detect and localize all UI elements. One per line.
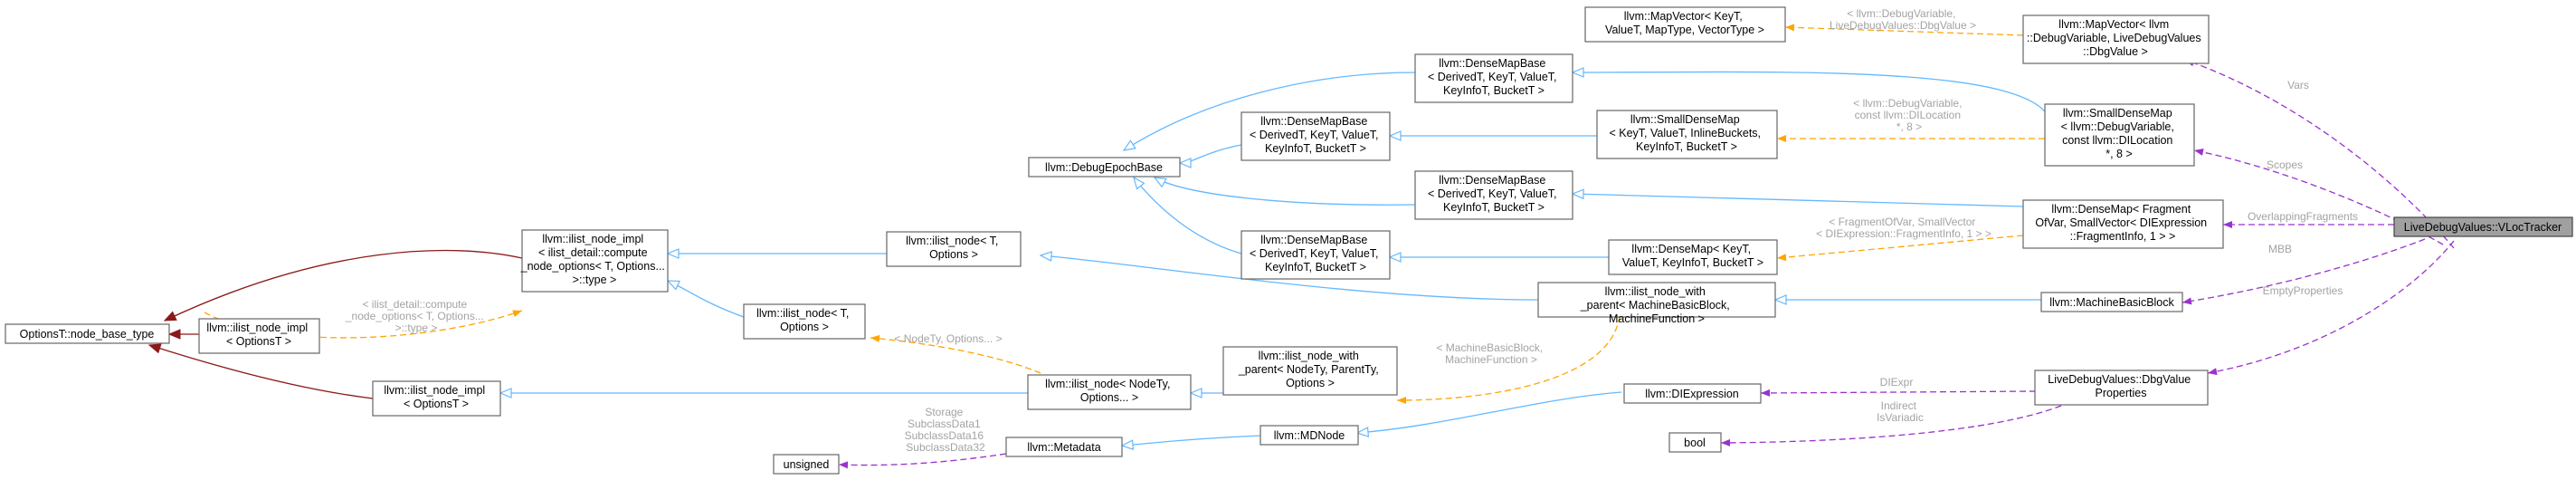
svg-text:llvm::DIExpression: llvm::DIExpression [1645, 388, 1739, 400]
svg-text:llvm::DenseMap< KeyT,: llvm::DenseMap< KeyT, ValueT, KeyInfoT, … [1622, 243, 1763, 269]
node-machinebasicblock[interactable]: llvm::MachineBasicBlock [2040, 292, 2183, 312]
label-diexpr: DIExpr [1880, 376, 1914, 389]
node-mapvector[interactable]: llvm::MapVector< KeyT, ValueT, MapType, … [1584, 6, 1786, 43]
node-ilist-node-impl-compute[interactable]: llvm::ilist_node_impl < ilist_detail::co… [520, 229, 669, 293]
node-mdnode[interactable]: llvm::MDNode [1259, 425, 1359, 446]
label-indirect: Indirect IsVariadic [1877, 399, 1924, 424]
label-vars: Vars [2287, 79, 2309, 91]
node-node-base-type[interactable]: OptionsT::node_base_type [5, 323, 170, 344]
label-overlapping: OverlappingFragments [2248, 210, 2358, 223]
nodes: LiveDebugValues::VLocTracker LiveDebugVa… [5, 6, 2573, 475]
svg-text:llvm::ilist_node_with: llvm::ilist_node_with _parent< MachineBa… [1580, 285, 1734, 325]
edge-T2-compute [668, 281, 745, 318]
edge-ilist-parent-tpl [1396, 315, 1621, 404]
svg-text:llvm::ilist_node_impl: llvm::ilist_node_impl < OptionsT > [206, 322, 310, 348]
svg-text:llvm::SmallDenseMap <: llvm::SmallDenseMap < KeyT, ValueT, Inli… [1609, 113, 1763, 153]
node-densemapbase-2[interactable]: llvm::DenseMapBase < DerivedT, KeyT, Val… [1240, 111, 1391, 161]
edge-nodety-tpl [870, 334, 1041, 374]
svg-text:llvm::MachineBasicBlock: llvm::MachineBasicBlock [2049, 296, 2174, 309]
svg-text:LiveDebugValues::DbgValue: LiveDebugValues::DbgValue Properties [2048, 373, 2193, 399]
node-unsigned[interactable]: unsigned [773, 454, 840, 475]
label-emptyprops: EmptyProperties [2263, 284, 2343, 297]
svg-text:llvm::DenseMapBase < D: llvm::DenseMapBase < DerivedT, KeyT, Val… [1428, 57, 1560, 97]
edge-dmb3-epoch [1155, 178, 1416, 206]
svg-text:llvm::ilist_node_with: llvm::ilist_node_with _parent< NodeTy, P… [1238, 350, 1382, 389]
node-densemap[interactable]: llvm::DenseMap< KeyT, ValueT, KeyInfoT, … [1608, 239, 1778, 275]
edge-mbb [2182, 238, 2426, 305]
svg-text:LiveDebugValues::VLocTracker: LiveDebugValues::VLocTracker [2404, 221, 2562, 234]
label-scopes: Scopes [2267, 158, 2303, 171]
svg-text:llvm::ilist_node< T, O: llvm::ilist_node< T, Options > [906, 235, 1002, 261]
svg-text:llvm::Metadata: llvm::Metadata [1027, 441, 1100, 454]
svg-text:llvm::MDNode: llvm::MDNode [1274, 429, 1345, 442]
label-nodety-tpl: < NodeTy, Options... > [894, 332, 1002, 345]
edge-dmb2-epoch [1180, 144, 1242, 163]
label-smalldensemap-tpl: < llvm::DebugVariable, const llvm::DILoc… [1853, 97, 1965, 133]
edge-labels: Vars Scopes OverlappingFragments MBB Emp… [345, 7, 2358, 454]
edge-densemap-frag-dmb [1573, 194, 2024, 207]
label-ilist-parent-tpl: < MachineBasicBlock, MachineFunction > [1436, 341, 1545, 366]
svg-text:llvm::DenseMapBase < D: llvm::DenseMapBase < DerivedT, KeyT, Val… [1250, 115, 1382, 155]
svg-text:llvm::SmallDenseMap <: llvm::SmallDenseMap < llvm::DebugVariabl… [2061, 107, 2178, 160]
node-densemap-fragment[interactable]: llvm::DenseMap< Fragment OfVar, SmallVec… [2022, 199, 2224, 249]
svg-text:llvm::DebugEpochBase: llvm::DebugEpochBase [1045, 161, 1163, 174]
node-ilist-node-impl-options-2[interactable]: llvm::ilist_node_impl < OptionsT > [372, 380, 501, 417]
edge-impl2-nodebase [149, 345, 374, 399]
svg-text:llvm::DenseMap< Fragment: llvm::DenseMap< Fragment OfVar, SmallVec… [2035, 203, 2210, 243]
node-densemapbase-1[interactable]: llvm::DenseMapBase < DerivedT, KeyT, Val… [1414, 53, 1573, 103]
node-densemapbase-4[interactable]: llvm::DenseMapBase < DerivedT, KeyT, Val… [1240, 230, 1391, 280]
svg-text:llvm::MapVector< llvm: llvm::MapVector< llvm ::DebugVariable, L… [2027, 18, 2204, 58]
label-storage: Storage SubclassData1 SubclassData16 Sub… [905, 406, 987, 454]
label-densemap-tpl: < FragmentOfVar, SmallVector < DIExpress… [1816, 216, 1991, 240]
edge-diexpr [1760, 389, 2037, 397]
edge-densemap-tpl [1776, 235, 2024, 262]
node-ilist-with-parent-instance[interactable]: llvm::ilist_node_with _parent< MachineBa… [1537, 282, 1776, 325]
edge-mdnode-diexpr [1357, 391, 1622, 433]
node-smalldensemap[interactable]: llvm::SmallDenseMap < KeyT, ValueT, Inli… [1596, 110, 1778, 159]
svg-text:llvm::MapVector< KeyT,: llvm::MapVector< KeyT, ValueT, MapType, … [1605, 10, 1764, 36]
node-ilist-node-t[interactable]: llvm::ilist_node< T, Options > [886, 231, 1022, 267]
svg-text:bool: bool [1684, 437, 1706, 449]
edge-indirect [1720, 405, 2062, 446]
svg-text:llvm::ilist_node_impl: llvm::ilist_node_impl < OptionsT > [384, 384, 488, 410]
svg-text:llvm::ilist_node_impl: llvm::ilist_node_impl < ilist_detail::co… [520, 233, 669, 286]
svg-text:llvm::ilist_node< NodeTy,: llvm::ilist_node< NodeTy, Options... > [1045, 378, 1174, 404]
edge-storage [838, 453, 1007, 469]
edge-dmb1-epoch [1124, 72, 1416, 150]
label-mbb: MBB [2268, 243, 2292, 255]
node-metadata[interactable]: llvm::Metadata [1005, 437, 1123, 457]
svg-text:llvm::DenseMapBase < D: llvm::DenseMapBase < DerivedT, KeyT, Val… [1428, 174, 1560, 214]
node-bool[interactable]: bool [1668, 432, 1722, 453]
svg-text:unsigned: unsigned [784, 458, 830, 471]
edge-emptyprops [2207, 240, 2455, 376]
node-dbgvalue-properties[interactable]: LiveDebugValues::DbgValue Properties [2034, 370, 2209, 406]
node-debugepochbase[interactable]: llvm::DebugEpochBase [1028, 157, 1181, 178]
label-compute-tpl: < ilist_detail::compute _node_options< T… [345, 298, 487, 334]
svg-text:llvm::DenseMapBase < D: llvm::DenseMapBase < DerivedT, KeyT, Val… [1250, 234, 1382, 274]
node-ilist-with-parent[interactable]: llvm::ilist_node_with _parent< NodeTy, P… [1222, 346, 1398, 396]
node-mapvector-instance[interactable]: llvm::MapVector< llvm ::DebugVariable, L… [2022, 14, 2210, 64]
edge-mdnode-metadata [1122, 435, 1261, 446]
node-densemapbase-3[interactable]: llvm::DenseMapBase < DerivedT, KeyT, Val… [1414, 170, 1573, 220]
node-ilist-node-nodety[interactable]: llvm::ilist_node< NodeTy, Options... > [1027, 374, 1192, 410]
node-ilist-node-t-2[interactable]: llvm::ilist_node< T, Options > [743, 303, 866, 340]
svg-text:llvm::ilist_node< T, O: llvm::ilist_node< T, Options > [756, 307, 852, 333]
node-vloctracker[interactable]: LiveDebugValues::VLocTracker [2393, 216, 2573, 237]
label-mapvector-tpl: < llvm::DebugVariable, LiveDebugValues::… [1830, 7, 1976, 32]
edge-ilist-parent-inst-T [1041, 255, 1539, 301]
edge-vars [2184, 59, 2455, 249]
svg-text:OptionsT::node_base_type: OptionsT::node_base_type [20, 328, 155, 341]
node-diexpression[interactable]: llvm::DIExpression [1623, 383, 1762, 404]
node-ilist-node-impl-options[interactable]: llvm::ilist_node_impl < OptionsT > [198, 318, 320, 354]
edge-compute-nodebase [165, 249, 523, 322]
node-smalldensemap-instance[interactable]: llvm::SmallDenseMap < llvm::DebugVariabl… [2044, 103, 2195, 167]
edges [149, 24, 2455, 469]
edge-dmb4-epoch [1134, 178, 1242, 254]
edge-smalldensemap-inst-dmb [1573, 72, 2050, 120]
